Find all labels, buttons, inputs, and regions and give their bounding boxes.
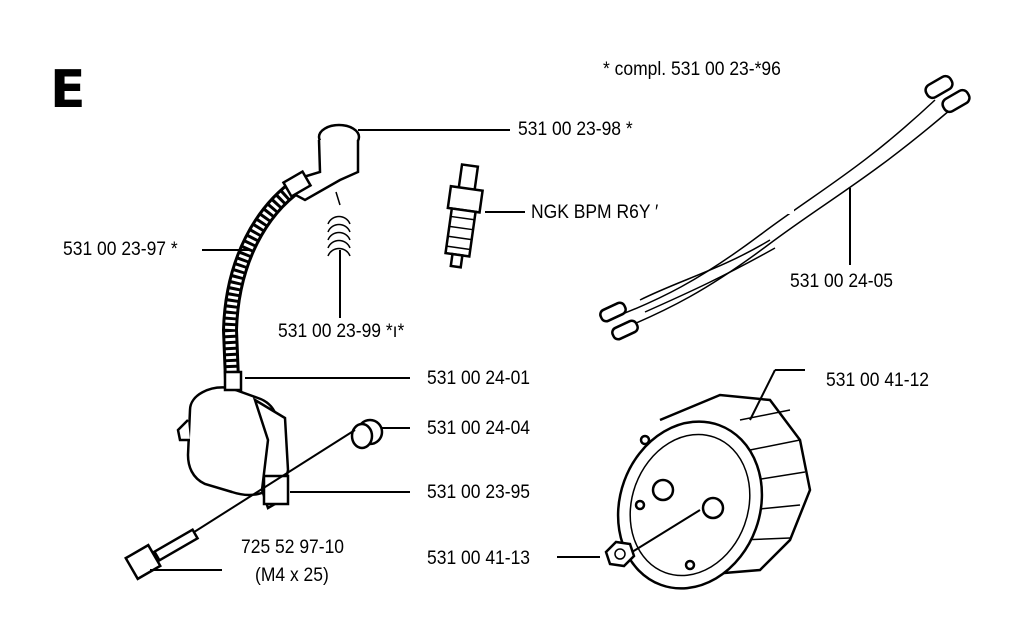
leader-lines — [150, 129, 851, 571]
label-nut: 531 00 41-13 — [427, 548, 531, 569]
note-text: * compl. 531 00 23-*96 — [603, 59, 781, 80]
label-screw-size: (M4 x 25) — [255, 565, 329, 586]
cable-harness — [599, 74, 971, 341]
section-letter: E — [50, 60, 86, 120]
label-flywheel: 531 00 41-12 — [826, 370, 930, 391]
spring-part — [327, 191, 351, 257]
label-spacer: 531 00 24-04 — [427, 418, 531, 439]
label-lead: 531 00 23-97 * — [63, 239, 178, 260]
label-cable: 531 00 24-05 — [790, 271, 894, 292]
spark-plug-boot — [281, 123, 361, 202]
ignition-coil — [176, 370, 290, 510]
ignition-lead — [221, 177, 306, 388]
label-boot: 531 00 23-98 * — [518, 119, 633, 140]
nut-part — [604, 509, 701, 568]
flywheel-part — [616, 393, 812, 590]
label-screw-no: 725 52 97-10 — [241, 537, 345, 558]
label-spark-plug: NGK BPM R6Y ′ — [531, 202, 659, 223]
label-spring: 531 00 23-99 *ı* — [278, 321, 405, 342]
spacer-part — [350, 418, 384, 450]
label-clip: 531 00 23-95 — [427, 482, 531, 503]
spark-plug — [444, 163, 485, 269]
label-coil: 531 00 24-01 — [427, 368, 531, 389]
